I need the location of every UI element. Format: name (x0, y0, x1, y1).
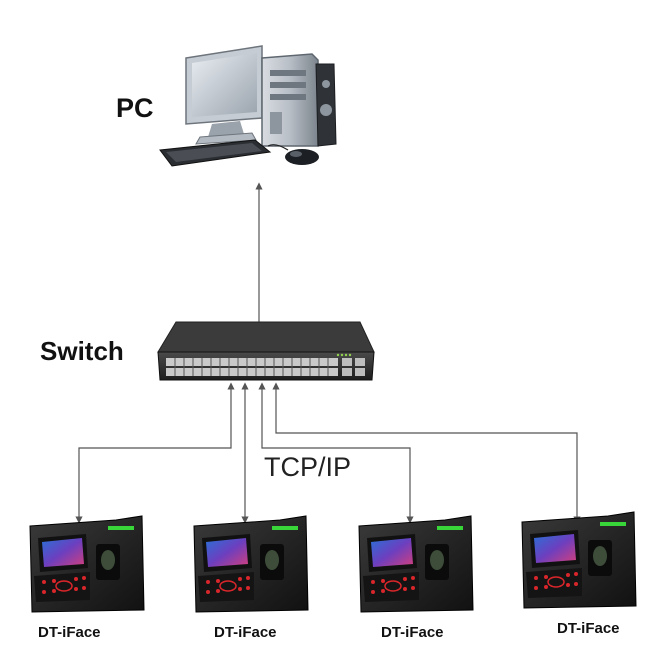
device-4-terminal-icon (521, 511, 637, 609)
device-2-terminal-icon (193, 515, 309, 613)
device-connections (75, 382, 581, 524)
protocol-label: TCP/IP (264, 452, 351, 482)
device-3-terminal-icon (358, 515, 474, 613)
network-switch-icon (157, 321, 375, 381)
device-4-label: DT-iFace (557, 620, 620, 637)
device-1-terminal-icon (29, 515, 145, 613)
switch-label: Switch (40, 336, 124, 366)
device-3-label: DT-iFace (381, 624, 444, 641)
pc-computer-icon (159, 45, 337, 167)
device-1-label: DT-iFace (38, 624, 101, 641)
device-2-label: DT-iFace (214, 624, 277, 641)
pc-label: PC (116, 93, 154, 123)
